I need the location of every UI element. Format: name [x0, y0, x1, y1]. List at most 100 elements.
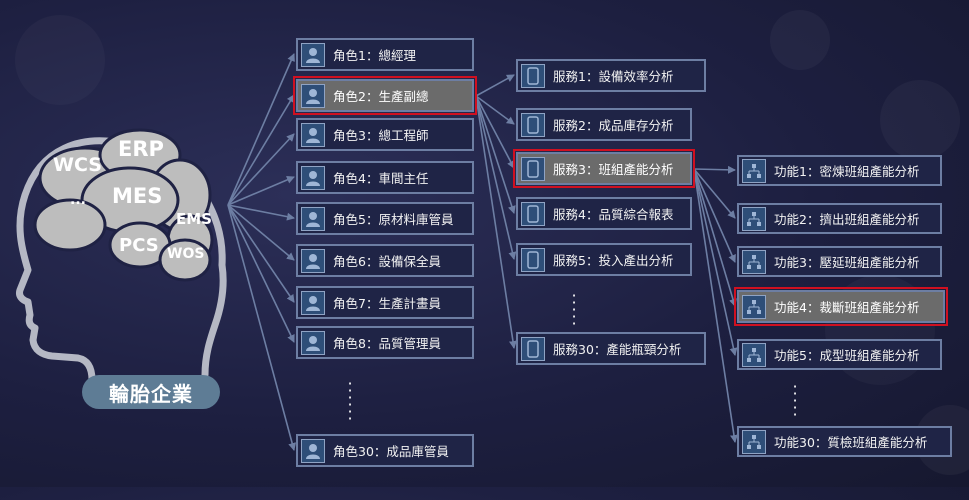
company-label: 輪胎企業 — [82, 375, 220, 409]
connector-arrow — [693, 168, 736, 219]
worker-icon — [301, 248, 325, 273]
connector-arrow — [693, 168, 736, 263]
function-node[interactable]: 功能2：擠出班組產能分析 — [737, 203, 942, 234]
function-label: 功能30：質檢班組產能分析 — [774, 435, 928, 450]
brain-label-erp: ERP — [118, 137, 164, 161]
role-label: 角色4：車間主任 — [333, 171, 429, 186]
roles-continuation-dots: ······ — [347, 374, 353, 428]
worker-icon — [301, 122, 325, 147]
connector-arrow — [227, 204, 295, 343]
role-node[interactable]: 角色30：成品庫管員 — [296, 434, 474, 467]
role-label: 角色6：設備保全員 — [333, 254, 441, 269]
brain-label-ems: EMS — [176, 210, 212, 228]
role-node[interactable]: 角色3：總工程師 — [296, 118, 474, 151]
connector-arrow — [475, 95, 517, 260]
hierarchy-icon — [742, 429, 766, 454]
brain-label-pcs: PCS — [119, 235, 159, 256]
service-label: 服務30：產能瓶頸分析 — [553, 342, 682, 357]
connector-arrow — [693, 168, 738, 443]
function-node-selected[interactable]: 功能4：裁斷班組產能分析 — [734, 287, 948, 326]
role-node[interactable]: 角色7：生產計畫員 — [296, 286, 474, 319]
worker-icon — [301, 83, 325, 108]
hierarchy-icon — [742, 206, 766, 231]
worker-icon — [301, 165, 325, 190]
background-bokeh — [0, 0, 969, 487]
function-label: 功能1：密煉班組產能分析 — [774, 164, 920, 179]
service-node[interactable]: 服務4：品質綜合報表 — [516, 197, 692, 230]
role-label: 角色30：成品庫管員 — [333, 444, 449, 459]
role-node[interactable]: 角色6：設備保全員 — [296, 244, 474, 277]
function-label: 功能5：成型班組產能分析 — [774, 348, 920, 363]
function-node[interactable]: 功能30：質檢班組產能分析 — [737, 426, 952, 457]
phone-icon — [521, 112, 545, 137]
service-label: 服務4：品質綜合報表 — [553, 207, 674, 222]
service-label: 服務2：成品庫存分析 — [553, 118, 674, 133]
function-node[interactable]: 功能3：壓延班組產能分析 — [737, 246, 942, 277]
worker-icon — [301, 290, 325, 315]
role-label: 角色7：生產計畫員 — [333, 296, 441, 311]
service-node-selected[interactable]: 服務3：班組產能分析 — [513, 149, 695, 188]
phone-icon — [521, 156, 545, 181]
hierarchy-icon — [742, 294, 766, 319]
service-label: 服務3：班組產能分析 — [553, 162, 674, 177]
connector-arrow — [227, 204, 295, 221]
function-label: 功能3：壓延班組產能分析 — [774, 255, 920, 270]
connector-arrow — [693, 168, 737, 307]
connector-arrow — [227, 204, 295, 303]
services-continuation-dots: ····· — [571, 286, 577, 333]
service-node[interactable]: 服務30：產能瓶頸分析 — [516, 332, 706, 365]
hierarchy-icon — [742, 342, 766, 367]
service-label: 服務5：投入產出分析 — [553, 253, 674, 268]
function-label: 功能2：擠出班組產能分析 — [774, 212, 920, 227]
function-node[interactable]: 功能5：成型班組產能分析 — [737, 339, 942, 370]
connector-arrow — [227, 94, 295, 206]
worker-icon — [301, 42, 325, 67]
service-label: 服務1：設備效率分析 — [553, 69, 674, 84]
connector-arrow — [227, 204, 297, 451]
role-node-selected[interactable]: 角色2：生產副總 — [293, 76, 477, 115]
hierarchy-icon — [742, 158, 766, 183]
role-label: 角色8：品質管理員 — [333, 336, 441, 351]
head-brain-graphic — [16, 128, 227, 384]
role-node[interactable]: 角色5：原材料庫管員 — [296, 202, 474, 235]
role-label: 角色5：原材料庫管員 — [333, 212, 454, 227]
connector-arrow — [475, 95, 515, 169]
role-label: 角色3：總工程師 — [333, 128, 429, 143]
connector-arrow — [693, 168, 738, 356]
diagram-stage: ERP WCS MES ... EMS PCS WOS 輪胎企業 角色1：總經理… — [0, 0, 969, 487]
connector-arrow — [475, 95, 517, 349]
hierarchy-icon — [742, 249, 766, 274]
connector-arrow — [227, 133, 295, 206]
service-node[interactable]: 服務1：設備效率分析 — [516, 59, 706, 92]
brain-label-wcs: WCS — [53, 154, 102, 176]
phone-icon — [521, 247, 545, 272]
connector-arrow — [227, 176, 295, 206]
phone-icon — [521, 63, 545, 88]
role-node[interactable]: 角色8：品質管理員 — [296, 326, 474, 359]
role-node[interactable]: 角色4：車間主任 — [296, 161, 474, 194]
brain-label-ellipsis: ... — [70, 192, 86, 208]
connector-arrow — [227, 53, 295, 206]
phone-icon — [521, 201, 545, 226]
role-label: 角色2：生產副總 — [333, 89, 429, 104]
function-node[interactable]: 功能1：密煉班組產能分析 — [737, 155, 942, 186]
phone-icon — [521, 336, 545, 361]
head-outline — [16, 137, 227, 384]
connector-arrow — [475, 74, 515, 97]
function-label: 功能4：裁斷班組產能分析 — [774, 300, 920, 315]
brain-label-mes: MES — [112, 184, 163, 208]
functions-continuation-dots: ····· — [792, 377, 798, 424]
connector-arrow — [475, 95, 516, 214]
connector-lines — [227, 53, 738, 451]
worker-icon — [301, 206, 325, 231]
service-node[interactable]: 服務5：投入產出分析 — [516, 243, 692, 276]
brain-label-wos: WOS — [167, 246, 205, 262]
role-label: 角色1：總經理 — [333, 48, 416, 63]
connector-arrow — [227, 204, 295, 261]
service-node[interactable]: 服務2：成品庫存分析 — [516, 108, 692, 141]
worker-icon — [301, 330, 325, 355]
role-node[interactable]: 角色1：總經理 — [296, 38, 474, 71]
connector-arrow — [693, 165, 736, 174]
worker-icon — [301, 438, 325, 463]
connector-arrow — [475, 95, 515, 125]
